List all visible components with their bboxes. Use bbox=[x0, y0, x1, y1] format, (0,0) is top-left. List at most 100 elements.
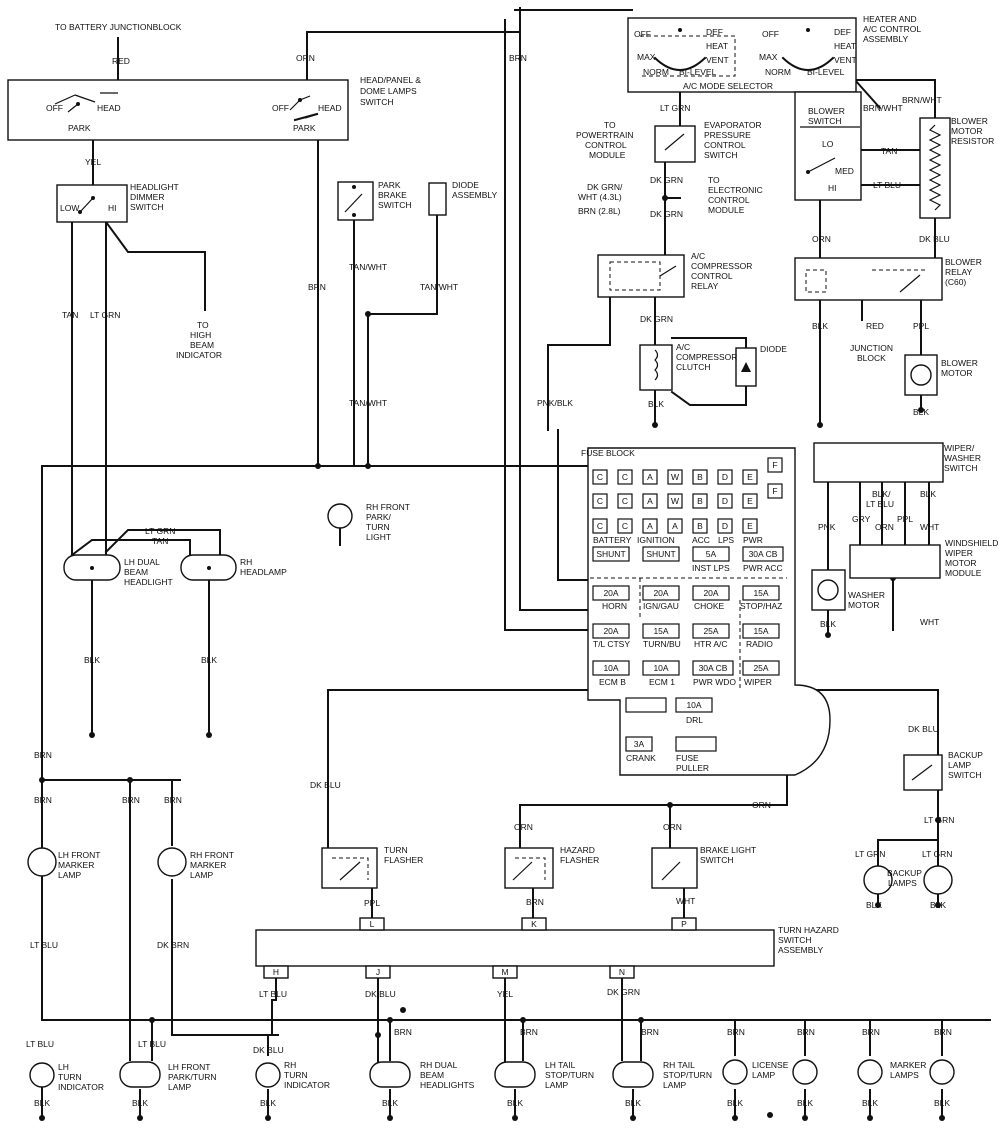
label-blk-bm: BLK bbox=[913, 407, 929, 417]
label-head: HEAD bbox=[97, 103, 121, 113]
label-ignition: IGNITION bbox=[637, 535, 675, 545]
label-rhd-2: BEAM bbox=[420, 1070, 444, 1080]
label-blk-ltblu-2: LT BLU bbox=[866, 499, 894, 509]
label-lt-grn-evap: LT GRN bbox=[660, 103, 690, 113]
label-dk-grn-1: DK GRN bbox=[650, 175, 683, 185]
label-brn-hf: BRN bbox=[526, 897, 544, 907]
label-rhd-1: RH DUAL bbox=[420, 1060, 458, 1070]
label-bu-1: BACKUP bbox=[948, 750, 983, 760]
label-shunt: SHUNT bbox=[646, 549, 675, 559]
label-wiper: WIPER bbox=[744, 677, 772, 687]
label-norm-h1: NORM bbox=[643, 67, 669, 77]
label-blk-b6: BLK bbox=[625, 1098, 641, 1108]
label-tan-wht-3: TAN/WHT bbox=[349, 398, 387, 408]
label-head-sw-1: HEAD/PANEL & bbox=[360, 75, 421, 85]
label-gry: GRY bbox=[852, 514, 871, 524]
label-dk-blu-b3: DK BLU bbox=[253, 1045, 284, 1055]
label-blk-b3: BLK bbox=[260, 1098, 276, 1108]
label-blk-b8: BLK bbox=[797, 1098, 813, 1108]
label-pwr: PWR bbox=[743, 535, 763, 545]
fuse-slot-label: E bbox=[747, 496, 753, 506]
label-blk-rh: BLK bbox=[201, 655, 217, 665]
label-blower-sw-2: SWITCH bbox=[808, 116, 842, 126]
label-rht-2: STOP/TURN bbox=[663, 1070, 712, 1080]
fuse-slot-label: C bbox=[597, 496, 603, 506]
label-fuse: 10A bbox=[686, 700, 701, 710]
label-brn-b1: BRN bbox=[394, 1027, 412, 1037]
label-brn: BRN bbox=[509, 53, 527, 63]
label-hb-2: HIGH bbox=[190, 330, 211, 340]
label-crank: CRANK bbox=[626, 753, 656, 763]
label-fuse: 20A bbox=[703, 588, 718, 598]
label-rhf-3: TURN bbox=[366, 522, 390, 532]
label-rhti-1: RH bbox=[284, 1060, 296, 1070]
label-hf-1: HAZARD bbox=[560, 845, 595, 855]
label-ppl-b: PPL bbox=[913, 321, 929, 331]
blower-switch-box bbox=[794, 91, 862, 201]
label-lhti-3: INDICATOR bbox=[58, 1082, 104, 1092]
label-lt-blu-b1: LT BLU bbox=[26, 1039, 54, 1049]
label-fuse: 10A bbox=[653, 663, 668, 673]
label-acc-relay-3: CONTROL bbox=[691, 271, 733, 281]
label-brn-b7: BRN bbox=[934, 1027, 952, 1037]
label-orn-hf: ORN bbox=[514, 822, 533, 832]
label-bls-1: BRAKE LIGHT bbox=[700, 845, 756, 855]
label-lt-blu-b: LT BLU bbox=[873, 180, 901, 190]
label-fuse: 20A bbox=[653, 588, 668, 598]
label-brn-b2: BRN bbox=[520, 1027, 538, 1037]
label-blk-w: BLK bbox=[920, 489, 936, 499]
headlamp-switch-box bbox=[7, 79, 349, 141]
label-lh-dual-2: BEAM bbox=[124, 567, 148, 577]
label-heat-h2: HEAT bbox=[834, 41, 856, 51]
label-pin-h: H bbox=[273, 967, 279, 977]
label-dimmer-3: SWITCH bbox=[130, 202, 164, 212]
label-lhfp-2: PARK/TURN bbox=[168, 1072, 217, 1082]
label-lhti-2: TURN bbox=[58, 1072, 82, 1082]
label-lt-blu-h: LT BLU bbox=[259, 989, 287, 999]
label-brn-b4: BRN bbox=[727, 1027, 745, 1037]
label-ml-2: LAMPS bbox=[890, 1070, 919, 1080]
label-ecm-2: ELECTRONIC bbox=[708, 185, 763, 195]
fuse-slot-label: E bbox=[747, 521, 753, 531]
label-acc-relay-1: A/C bbox=[691, 251, 705, 261]
label-fuse: 25A bbox=[753, 663, 768, 673]
label-orn-bl: ORN bbox=[663, 822, 682, 832]
label-fuse: 25A bbox=[703, 626, 718, 636]
label-blk-clutch: BLK bbox=[648, 399, 664, 409]
fuse-slot-label: W bbox=[671, 472, 679, 482]
fuse-slot-label: A bbox=[647, 496, 653, 506]
label-lht-1: LH TAIL bbox=[545, 1060, 576, 1070]
label-norm-h2: NORM bbox=[765, 67, 791, 77]
wires bbox=[41, 7, 991, 1119]
fuse-slot-label: B bbox=[697, 496, 703, 506]
label-head-sw-3: SWITCH bbox=[360, 97, 394, 107]
label-dk-blu-bl: DK BLU bbox=[908, 724, 939, 734]
label-brn-l2: BRN bbox=[34, 795, 52, 805]
label-ww-sw-1: WIPER/ bbox=[944, 443, 975, 453]
label-pnk: PNK bbox=[818, 522, 836, 532]
label-hvac-2: A/C CONTROL bbox=[863, 24, 921, 34]
hazard-flasher-box bbox=[504, 847, 554, 889]
label-blk-b7: BLK bbox=[727, 1098, 743, 1108]
label-acc-relay-4: RELAY bbox=[691, 281, 719, 291]
label-brn-28: BRN (2.8L) bbox=[578, 206, 621, 216]
label-wwm-1: WINDSHIELD bbox=[945, 538, 998, 548]
fuse-slot-label: A bbox=[647, 472, 653, 482]
label-park-2: PARK bbox=[293, 123, 316, 133]
label-ww-sw-3: SWITCH bbox=[944, 463, 978, 473]
label-rhf-2: PARK/ bbox=[366, 512, 392, 522]
label-blk-b4: BLK bbox=[382, 1098, 398, 1108]
label-pin-j: J bbox=[376, 967, 380, 977]
label-htr-ac: HTR A/C bbox=[694, 639, 728, 649]
label-lht-2: STOP/TURN bbox=[545, 1070, 594, 1080]
label-rhfm-1: RH FRONT bbox=[190, 850, 234, 860]
label-bul-2: LAMPS bbox=[888, 878, 917, 888]
fuse-slot-label: W bbox=[671, 496, 679, 506]
label-wash-1: WASHER bbox=[848, 590, 885, 600]
label-bil-h1: BI-LEVEL bbox=[679, 67, 717, 77]
label-lt-grn-h: LT GRN bbox=[145, 526, 175, 536]
label-brn-b6: BRN bbox=[862, 1027, 880, 1037]
label-radio: RADIO bbox=[746, 639, 773, 649]
label-hvac-3: ASSEMBLY bbox=[863, 34, 909, 44]
